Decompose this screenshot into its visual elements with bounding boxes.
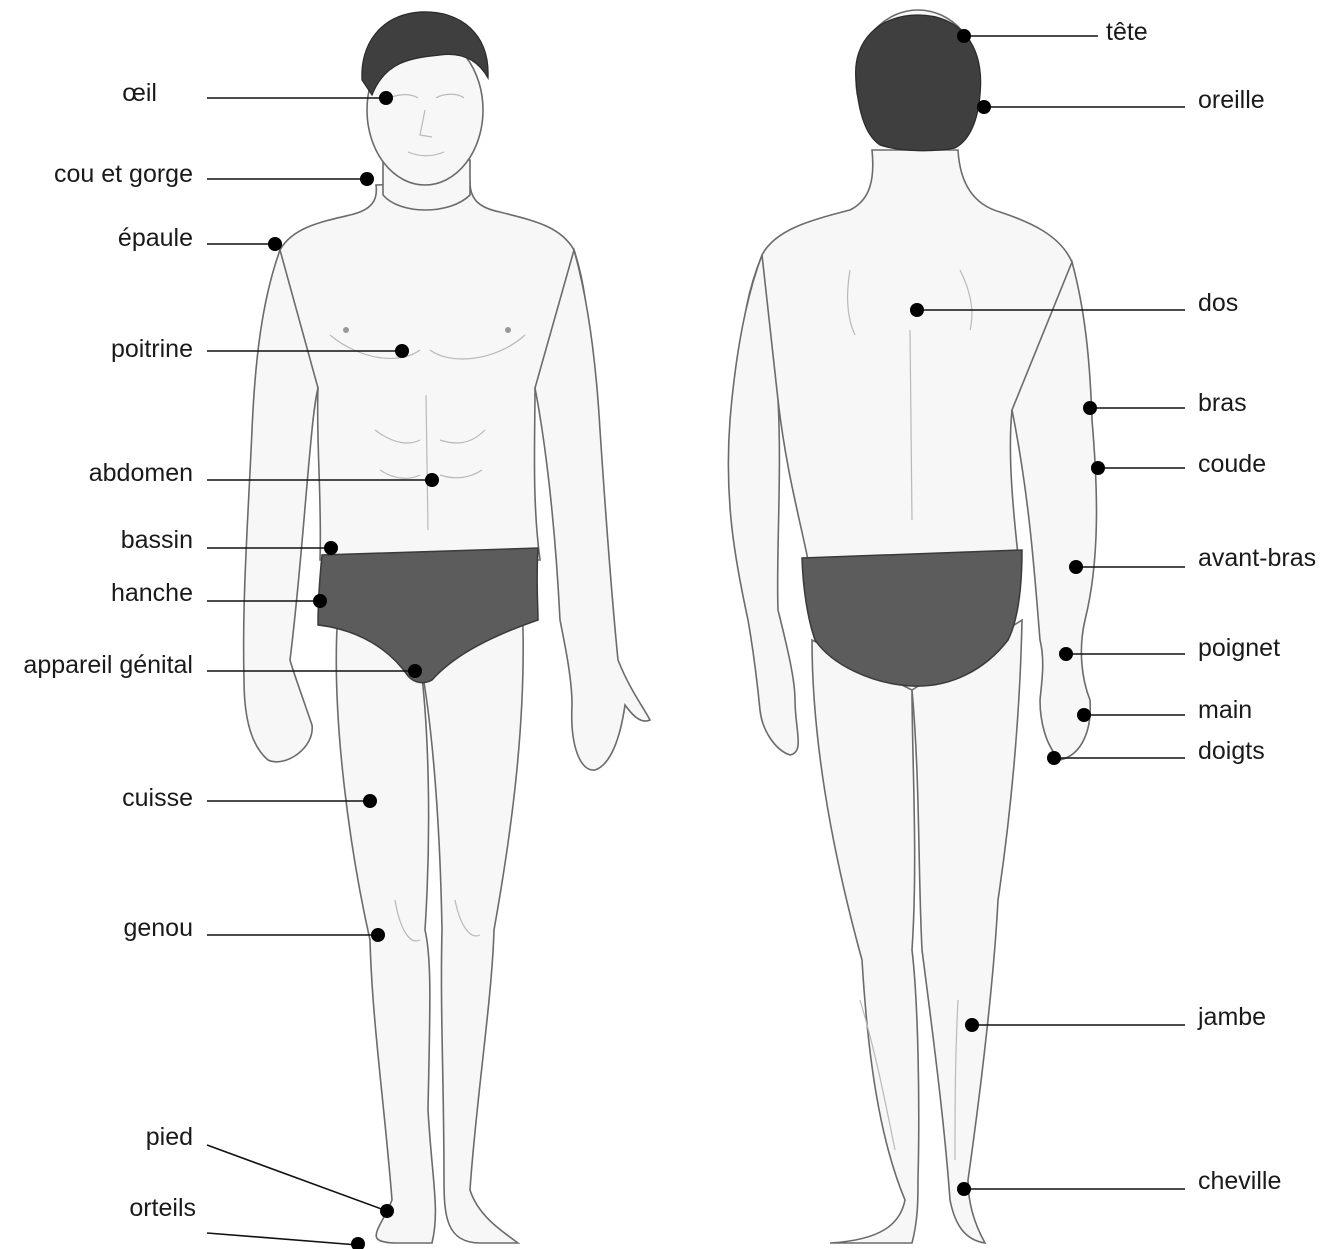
marker-abdomen — [425, 473, 439, 487]
marker-pied — [380, 1204, 394, 1218]
label-genou: genou — [123, 914, 193, 942]
leader-orteils — [207, 1233, 358, 1245]
label-poignet: poignet — [1198, 634, 1280, 662]
marker-tete — [957, 29, 971, 43]
marker-epaule — [268, 237, 282, 251]
label-cheville: cheville — [1198, 1167, 1281, 1195]
label-appareil-genital: appareil génital — [23, 651, 193, 679]
marker-avant-bras — [1069, 560, 1083, 574]
marker-cou-gorge — [360, 172, 374, 186]
marker-bassin — [324, 541, 338, 555]
marker-main — [1077, 708, 1091, 722]
label-cuisse: cuisse — [122, 784, 193, 812]
marker-coude — [1091, 461, 1105, 475]
label-main: main — [1198, 696, 1252, 724]
label-pied: pied — [146, 1123, 193, 1151]
front-figure-illustration — [244, 12, 650, 1243]
label-poitrine: poitrine — [111, 335, 193, 363]
marker-cuisse — [363, 794, 377, 808]
marker-dos — [910, 303, 924, 317]
back-figure-illustration — [728, 10, 1096, 1243]
marker-oreille — [977, 100, 991, 114]
marker-poignet — [1059, 647, 1073, 661]
marker-hanche — [313, 594, 327, 608]
marker-doigts — [1047, 751, 1061, 765]
label-hanche: hanche — [111, 579, 193, 607]
label-oeil: œil — [122, 79, 157, 107]
label-tete: tête — [1106, 18, 1148, 46]
label-coude: coude — [1198, 450, 1266, 478]
label-doigts: doigts — [1198, 737, 1265, 765]
label-epaule: épaule — [118, 224, 193, 252]
marker-genou — [371, 928, 385, 942]
marker-appareil-genital — [408, 664, 422, 678]
label-orteils: orteils — [129, 1194, 196, 1222]
label-abdomen: abdomen — [89, 459, 193, 487]
marker-poitrine — [395, 344, 409, 358]
marker-bras — [1083, 401, 1097, 415]
marker-jambe — [965, 1018, 979, 1032]
labels-right: tête oreille dos bras coude avant-bras p… — [1106, 18, 1316, 1195]
marker-cheville — [957, 1182, 971, 1196]
label-bras: bras — [1198, 389, 1247, 417]
label-jambe: jambe — [1197, 1003, 1266, 1031]
marker-oeil — [379, 91, 393, 105]
label-cou-gorge: cou et gorge — [54, 160, 193, 188]
marker-orteils — [351, 1237, 365, 1249]
label-oreille: oreille — [1198, 86, 1265, 114]
labels-left: œil cou et gorge épaule poitrine abdomen… — [23, 79, 196, 1222]
label-bassin: bassin — [121, 526, 193, 554]
label-dos: dos — [1198, 289, 1238, 317]
leader-pied — [207, 1145, 387, 1211]
label-avant-bras: avant-bras — [1198, 544, 1316, 572]
